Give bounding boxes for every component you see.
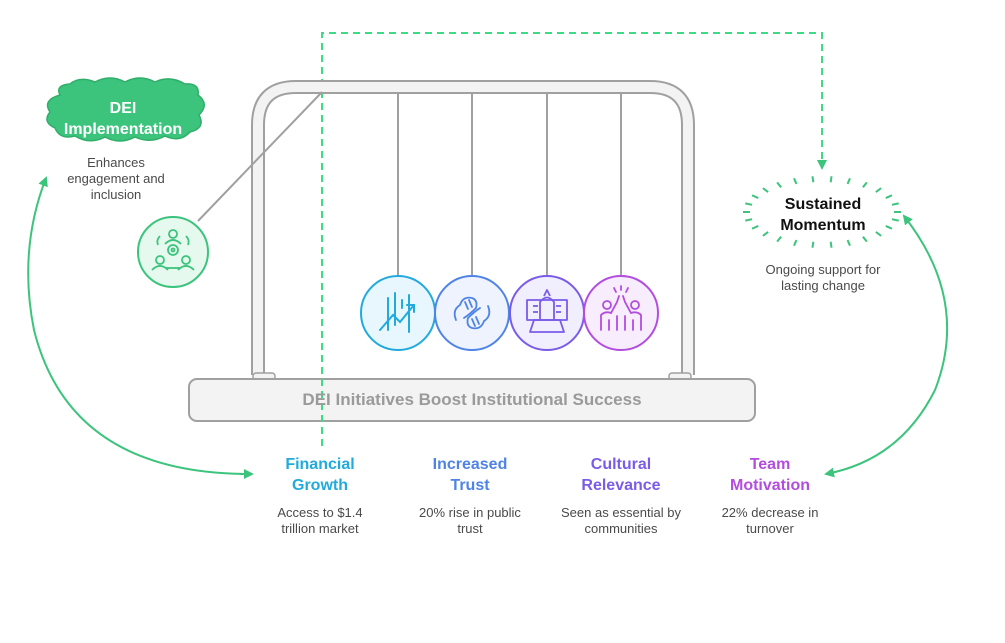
high-five-icon (600, 285, 642, 331)
outcome-team: Team Motivation 22% decrease in turnover (700, 454, 840, 537)
outcome-desc-line2: trillion market (281, 521, 359, 536)
burst-tick (762, 231, 769, 237)
ball-cultural (509, 275, 585, 351)
outcome-title-line2: Trust (450, 477, 490, 494)
burst-tick (885, 194, 893, 199)
start-desc-line1: Enhances (87, 155, 145, 170)
burst-tick (875, 231, 882, 237)
start-title-line2: Implementation (63, 121, 183, 138)
burst-tick (745, 202, 753, 206)
dashed-feedback-connector (321, 32, 827, 446)
ball-trust (434, 275, 510, 351)
start-node-title: DEI Implementation (60, 98, 186, 140)
burst-tick (885, 225, 893, 230)
cradle-base (188, 378, 756, 422)
outcome-title-line1: Financial (285, 456, 355, 473)
outcome-cultural: Cultural Relevance Seen as essential by … (546, 454, 696, 537)
end-node-desc: Ongoing support for lasting change (748, 262, 898, 294)
burst-tick (793, 177, 798, 185)
burst-tick (745, 218, 753, 222)
burst-tick (811, 176, 815, 183)
burst-tick (776, 236, 782, 243)
outcome-desc-line1: 20% rise in public (419, 505, 521, 520)
cradle-strings (197, 91, 622, 276)
end-title-line2: Momentum (780, 217, 866, 234)
burst-tick (891, 202, 899, 206)
end-node-title: Sustained Momentum (760, 194, 886, 236)
burst-tick (751, 225, 759, 230)
burst-tick (811, 241, 815, 248)
start-title-line1: DEI (109, 100, 137, 117)
outcome-desc-line1: Seen as essential by (561, 505, 681, 520)
burst-tick (776, 181, 782, 188)
outcome-desc-line1: Access to $1.4 (277, 505, 363, 520)
outcome-desc-line1: 22% decrease in (721, 505, 819, 520)
outcome-financial: Financial Growth Access to $1.4 trillion… (250, 454, 390, 537)
start-desc-line3: inclusion (90, 187, 142, 202)
burst-tick (829, 176, 833, 183)
burst-tick (875, 187, 882, 193)
outcome-title-line2: Motivation (730, 477, 810, 494)
start-desc-line2: engagement and (67, 171, 165, 186)
burst-tick (846, 177, 851, 185)
base-title: DEI Initiatives Boost Institutional Succ… (302, 390, 642, 409)
end-title-line1: Sustained (784, 196, 862, 213)
team-gear-icon (137, 216, 209, 288)
burst-tick (862, 236, 868, 243)
outcome-trust: Increased Trust 20% rise in public trust (400, 454, 540, 537)
burst-tick (762, 187, 769, 193)
burst-tick (862, 181, 868, 188)
growth-chart-icon (379, 292, 415, 333)
left-cycle-arrow (27, 176, 251, 475)
outcome-title-line1: Team (749, 456, 791, 473)
landmark-icon (526, 289, 568, 333)
outcome-title-line2: Relevance (581, 477, 661, 494)
sustained-momentum-burst (743, 176, 901, 248)
outcome-desc-line2: communities (584, 521, 658, 536)
start-node-desc: Enhances engagement and inclusion (56, 155, 176, 203)
burst-tick (793, 239, 798, 247)
outcome-desc-line2: turnover (746, 521, 794, 536)
end-desc-line2: lasting change (781, 278, 865, 293)
outcome-title-line1: Increased (432, 456, 508, 473)
dei-implementation-cloud (46, 77, 205, 142)
burst-tick (891, 218, 899, 222)
outcome-title-line1: Cultural (590, 456, 652, 473)
outcome-title-line2: Growth (292, 477, 348, 494)
fist-bump-icon (453, 296, 491, 330)
right-cycle-arrow (824, 215, 949, 478)
ball-team (583, 275, 659, 351)
ball-financial (360, 275, 436, 351)
burst-tick (829, 241, 833, 248)
outcome-desc-line2: trust (457, 521, 483, 536)
end-desc-line1: Ongoing support for (765, 262, 881, 277)
burst-tick (846, 239, 851, 247)
burst-tick (751, 194, 759, 199)
